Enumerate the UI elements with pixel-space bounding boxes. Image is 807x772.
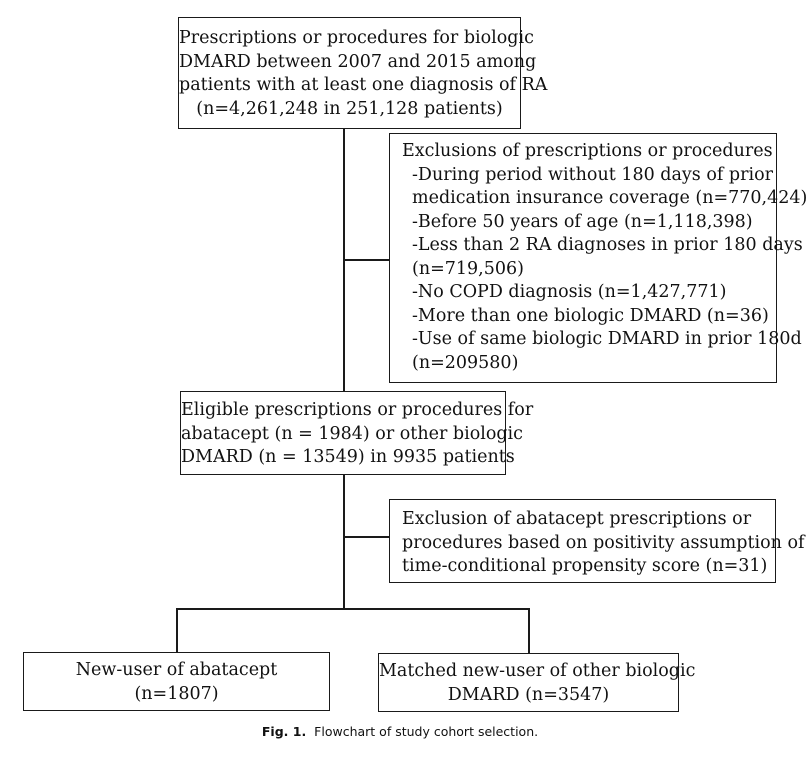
exclusion-item: -Before 50 years of age (n=1,118,398): [412, 211, 753, 232]
eligible-line-2: abatacept (n = 1984) or other biologic: [181, 423, 523, 444]
connector-to-abatacept: [176, 608, 178, 653]
connector-to-exclusion2: [343, 536, 389, 538]
other-label: Matched new-user of other biologic: [379, 661, 696, 681]
box-abatacept-users: New-user of abatacept (n=1807): [23, 652, 330, 711]
exclusion2-line-1: Exclusion of abatacept prescriptions or: [402, 509, 752, 529]
initial-line-3: patients with at least one diagnosis of …: [179, 75, 548, 95]
box-exclusions: Exclusions of prescriptions or procedure…: [389, 133, 807, 383]
figure-label: Fig. 1.: [261, 724, 307, 739]
abatacept-count: (n=1807): [134, 683, 219, 704]
eligible-line-3: DMARD (n = 13549) in 9935 patients: [181, 447, 515, 467]
connector-split-horizontal: [176, 608, 529, 610]
exclusions-heading: Exclusions of prescriptions or procedure…: [402, 141, 773, 161]
box-exclusion-positivity: Exclusion of abatacept prescriptions or …: [389, 499, 805, 583]
connector-eligible-to-split: [343, 474, 345, 609]
exclusion-item: (n=209580): [412, 352, 519, 373]
initial-line-2: DMARD between 2007 and 2015 among: [179, 51, 537, 72]
connector-to-exclusions: [343, 259, 389, 261]
other-count: DMARD (n=3547): [447, 684, 610, 705]
exclusion-item: -During period without 180 days of prior: [412, 164, 773, 185]
exclusion-item: (n=719,506): [412, 258, 524, 279]
exclusion-item: -More than one biologic DMARD (n=36): [412, 305, 769, 326]
box-other-biologic-users: Matched new-user of other biologic DMARD…: [378, 653, 696, 712]
exclusion-item: -Less than 2 RA diagnoses in prior 180 d…: [412, 235, 803, 255]
figure-caption: Fig. 1. Flowchart of study cohort select…: [0, 724, 800, 739]
box-eligible: Eligible prescriptions or procedures for…: [180, 391, 534, 475]
exclusion-item: medication insurance coverage (n=770,424…: [412, 188, 807, 208]
eligible-line-1: Eligible prescriptions or procedures for: [181, 400, 534, 420]
box-initial-prescriptions: Prescriptions or procedures for biologic…: [178, 17, 548, 129]
initial-line-4: (n=4,261,248 in 251,128 patients): [196, 98, 503, 119]
exclusion-item: -Use of same biologic DMARD in prior 180…: [412, 329, 802, 349]
exclusion2-line-2: procedures based on positivity assumptio…: [402, 532, 805, 553]
initial-line-1: Prescriptions or procedures for biologic: [179, 28, 534, 48]
connector-to-other: [528, 608, 530, 654]
exclusion2-line-3: time-conditional propensity score (n=31): [402, 556, 768, 576]
exclusion-item: -No COPD diagnosis (n=1,427,771): [412, 282, 727, 302]
abatacept-label: New-user of abatacept: [75, 660, 278, 680]
figure-caption-text: Flowchart of study cohort selection.: [314, 724, 539, 739]
